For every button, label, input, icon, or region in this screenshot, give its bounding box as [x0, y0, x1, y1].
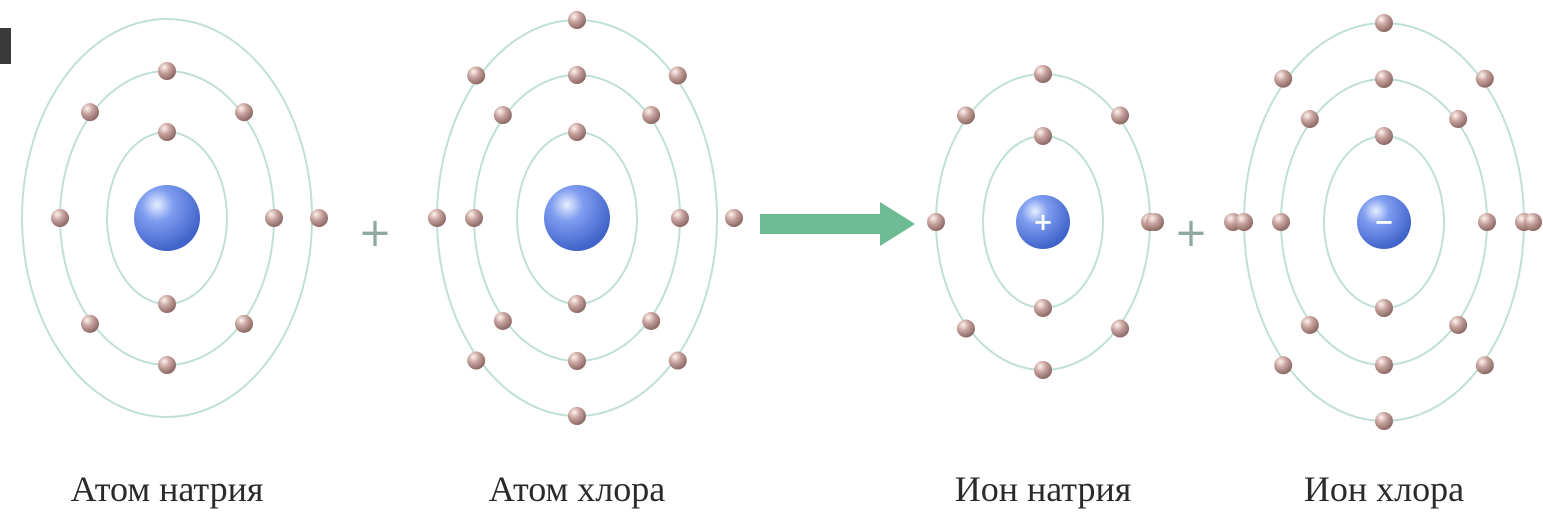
electron-icon: [956, 106, 975, 125]
electron-icon: [568, 295, 586, 313]
electron-icon: [1524, 213, 1542, 231]
chlorine-atom: [428, 11, 718, 425]
charge-sign: +: [1033, 208, 1053, 236]
electron-icon: [956, 319, 975, 338]
label-chlorine-atom: Атом хлора: [488, 469, 666, 509]
electron-icon: [1375, 356, 1393, 374]
electron-icon: [642, 106, 661, 125]
electron-icon: [671, 209, 689, 227]
nucleus-icon: [544, 185, 610, 251]
sodium-atom: [21, 18, 328, 418]
electron-icon: [235, 314, 254, 333]
arrow-shaft: [760, 214, 882, 234]
electron-icon: [668, 351, 687, 370]
electron-icon: [158, 123, 176, 141]
electron-icon: [158, 356, 176, 374]
electron-icon: [568, 352, 586, 370]
electron-icon: [1478, 213, 1496, 231]
electron-icon: [1272, 213, 1290, 231]
electron-icon: [493, 106, 512, 125]
electron-icon: [1274, 69, 1293, 88]
electron-icon: [642, 311, 661, 330]
chlorine-ion: −: [1235, 14, 1533, 430]
electron-icon: [465, 209, 483, 227]
cropped-heading-mark: [0, 28, 11, 64]
reaction-arrow: [760, 202, 915, 246]
electron-icon: [1375, 299, 1393, 317]
electron-icon: [668, 66, 687, 85]
electron-icon: [725, 209, 743, 227]
electron-icon: [1146, 213, 1164, 231]
electron-icon: [1475, 356, 1494, 375]
electron-icon: [467, 66, 486, 85]
electron-icon: [1375, 412, 1393, 430]
nucleus-icon: [1357, 195, 1411, 249]
label-chlorine-ion: Ион хлора: [1303, 469, 1465, 509]
electron-icon: [1375, 70, 1393, 88]
electron-icon: [1300, 315, 1319, 334]
charge-sign: −: [1374, 208, 1394, 236]
electron-icon: [1034, 299, 1052, 317]
electron-icon: [1034, 65, 1052, 83]
electron-icon: [1111, 319, 1130, 338]
plus-sign: +: [358, 210, 392, 256]
electron-icon: [493, 311, 512, 330]
electron-icon: [1375, 14, 1393, 32]
electron-icon: [568, 66, 586, 84]
electron-icon: [1111, 106, 1130, 125]
electron-icon: [568, 407, 586, 425]
electron-icon: [467, 351, 486, 370]
electron-icon: [1449, 110, 1468, 129]
electron-icon: [1034, 127, 1052, 145]
nucleus-icon: [1016, 195, 1070, 249]
electron-icon: [1449, 315, 1468, 334]
plus-sign: +: [1174, 210, 1208, 256]
electron-icon: [568, 11, 586, 29]
sodium-ion: +: [927, 65, 1159, 379]
label-sodium-atom: Атом натрия: [70, 469, 264, 509]
electron-icon: [1235, 213, 1253, 231]
electron-icon: [235, 103, 254, 122]
electron-icon: [265, 209, 283, 227]
electron-icon: [310, 209, 328, 227]
electron-icon: [1034, 361, 1052, 379]
electron-icon: [80, 103, 99, 122]
electron-icon: [51, 209, 69, 227]
nucleus-icon: [134, 185, 200, 251]
electron-icon: [80, 314, 99, 333]
electron-icon: [1475, 69, 1494, 88]
electron-icon: [927, 213, 945, 231]
electron-icon: [1274, 356, 1293, 375]
electron-icon: [428, 209, 446, 227]
electron-icon: [158, 295, 176, 313]
electron-icon: [158, 62, 176, 80]
arrow-head: [880, 202, 915, 246]
electron-icon: [568, 123, 586, 141]
electron-icon: [1375, 127, 1393, 145]
label-sodium-ion: Ион натрия: [954, 469, 1132, 509]
electron-icon: [1300, 110, 1319, 129]
